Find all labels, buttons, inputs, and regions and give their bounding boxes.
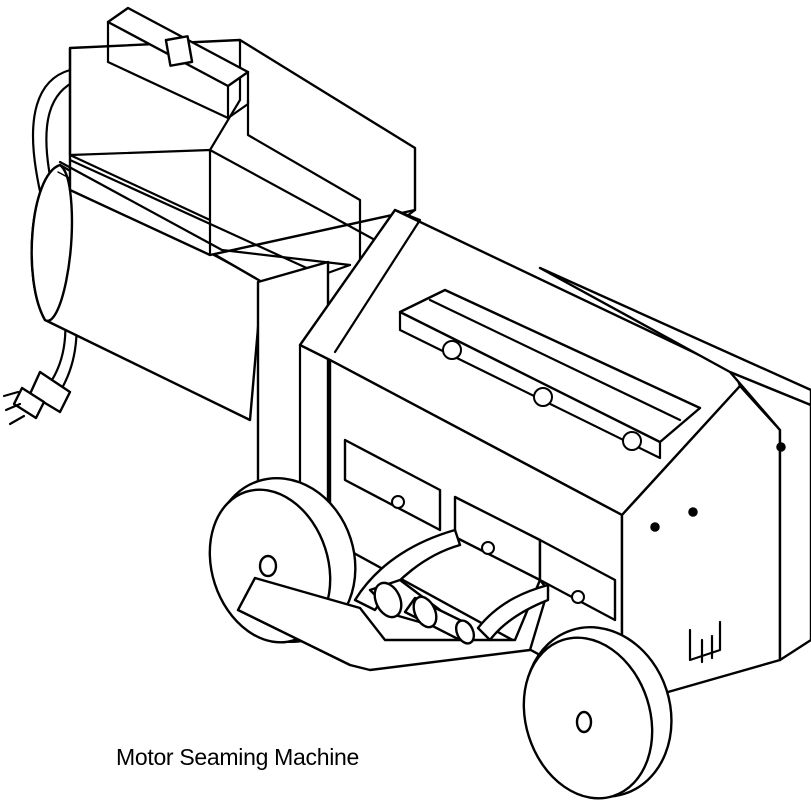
bolt	[622, 431, 642, 451]
switch	[106, 6, 250, 120]
diagram-caption: Motor Seaming Machine	[116, 744, 359, 770]
hole	[650, 522, 660, 532]
compartments	[343, 438, 617, 622]
bolt	[571, 590, 585, 604]
roller-assembly	[236, 528, 550, 672]
bolt	[391, 495, 405, 509]
bolt	[533, 387, 553, 407]
right-wheel	[522, 626, 673, 800]
clamp-plate	[398, 288, 702, 460]
bolt	[481, 541, 495, 555]
hole	[688, 507, 698, 517]
control-box	[58, 38, 417, 277]
bolt	[442, 340, 462, 360]
hole	[776, 442, 786, 452]
